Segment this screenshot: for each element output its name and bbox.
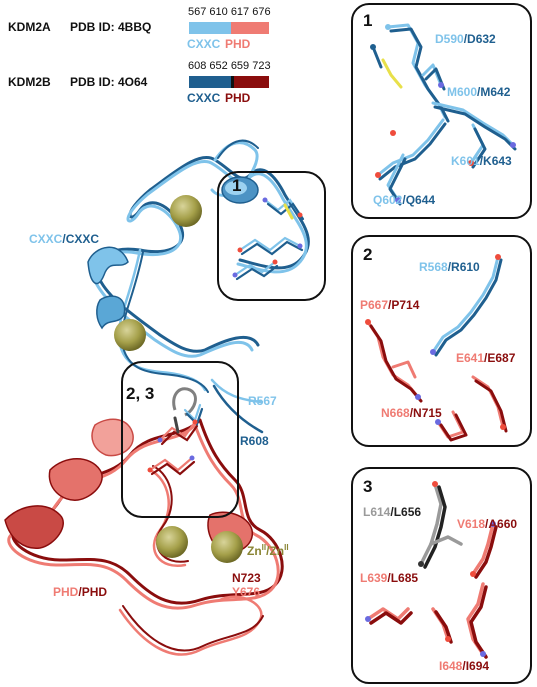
kdm2b-phd-label: PHD bbox=[225, 91, 251, 105]
cxxc-label: CXXC/CXXC bbox=[29, 232, 100, 246]
kdm2a-phd-bar bbox=[231, 22, 269, 34]
panel-2-sticks bbox=[365, 254, 508, 442]
panel-1: 1 D590/D632 M600 bbox=[351, 3, 532, 219]
zinc-sphere bbox=[170, 195, 202, 227]
kdm2a-cxxc-label: CXXC bbox=[187, 37, 221, 51]
panel-3-sticks bbox=[365, 481, 498, 659]
panel-3-label-v618: V618/A660 bbox=[457, 517, 518, 531]
kdm2b-cxxc-bar bbox=[189, 76, 231, 88]
y676-label: Y676 bbox=[232, 585, 261, 599]
zinc-sphere bbox=[114, 319, 146, 351]
box-23-outline bbox=[121, 361, 239, 518]
panel-1-label-q602: Q602/Q644 bbox=[373, 193, 436, 207]
panel-1-label-d590: D590/D632 bbox=[435, 32, 496, 46]
kdm2b-linker-bar bbox=[231, 76, 234, 88]
panel-3-label-l614: L614/L656 bbox=[363, 505, 422, 519]
zinc-sphere bbox=[211, 531, 243, 563]
r567-label: R567 bbox=[248, 394, 277, 408]
panel-2-label-n668: N668/N715 bbox=[381, 406, 442, 420]
box-23-label: 2, 3 bbox=[126, 384, 155, 403]
panel-1-number: 1 bbox=[363, 11, 373, 30]
n723-label: N723 bbox=[232, 571, 261, 585]
panel-2-number: 2 bbox=[363, 245, 373, 264]
zinc-label: ZnII/ZnII bbox=[247, 543, 289, 558]
r608-label: R608 bbox=[240, 434, 269, 448]
panel-1-label-k601: K601/K643 bbox=[451, 154, 512, 168]
panel-2-label-p667: P667/P714 bbox=[360, 298, 420, 312]
box-1-label: 1 bbox=[232, 176, 242, 195]
panel-1-label-m600: M600/M642 bbox=[447, 85, 511, 99]
kdm2a-phd-label: PHD bbox=[225, 37, 251, 51]
panel-3-number: 3 bbox=[363, 477, 373, 496]
panel-2-label-e641: E641/E687 bbox=[456, 351, 516, 365]
panel-3-label-i648: I648/I694 bbox=[439, 659, 490, 673]
kdm2a-name: KDM2A bbox=[8, 20, 51, 34]
kdm2b-phd-bar bbox=[234, 76, 269, 88]
box-1-outline bbox=[217, 171, 326, 301]
cxxc-ribbon-kdm2a bbox=[91, 160, 308, 358]
panel-1-sticks bbox=[370, 23, 517, 206]
kdm2a-residue-numbers: 567 610 617 676 bbox=[188, 6, 271, 18]
panel-2: 2 R568/R610 P667/P714 E641/E687 N668/N71… bbox=[351, 235, 532, 447]
kdm2a-cxxc-bar bbox=[189, 22, 231, 34]
kdm2b-pdb: PDB ID: 4O64 bbox=[70, 75, 148, 89]
kdm2b-cxxc-label: CXXC bbox=[187, 91, 221, 105]
kdm2b-name: KDM2B bbox=[8, 75, 51, 89]
kdm2a-pdb: PDB ID: 4BBQ bbox=[70, 20, 152, 34]
panel-3-label-l639: L639/L685 bbox=[360, 571, 419, 585]
panel-3: 3 L614/L656 V618/A660 L639/L685 I648/I69 bbox=[351, 467, 532, 684]
phd-label: PHD/PHD bbox=[53, 585, 108, 599]
kdm2b-residue-numbers: 608 652 659 723 bbox=[188, 60, 271, 72]
panel-2-label-r568: R568/R610 bbox=[419, 260, 480, 274]
superposed-structure bbox=[4, 139, 326, 656]
zinc-sphere bbox=[156, 526, 188, 558]
